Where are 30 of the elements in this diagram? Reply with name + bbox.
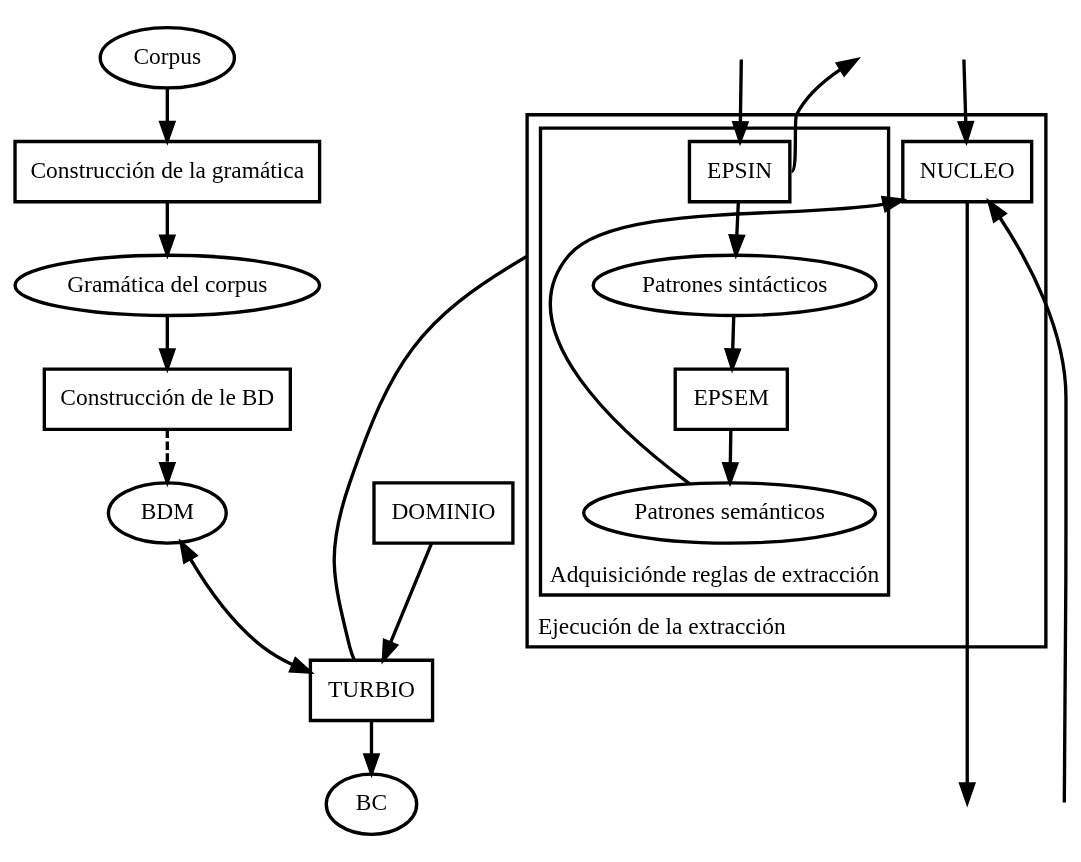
node-ellipse: Corpus	[98, 26, 237, 90]
arrow	[721, 429, 740, 488]
node-box: EPSEM	[673, 367, 789, 431]
node-ellipse: BC	[324, 772, 419, 836]
arrow	[958, 202, 977, 808]
node-box: TURBIO	[308, 658, 435, 723]
arrow	[158, 429, 177, 488]
node-ellipse: BDM	[106, 481, 228, 545]
arrow	[728, 202, 746, 260]
arrow	[158, 202, 177, 260]
arrow	[158, 316, 177, 374]
arrow	[790, 56, 861, 173]
arrow	[362, 721, 381, 779]
connector	[332, 254, 528, 661]
node-box: Construcción de la gramática	[13, 139, 322, 204]
arrow	[956, 59, 975, 147]
arrow	[381, 542, 434, 665]
arrow	[549, 195, 908, 486]
arrow	[178, 538, 315, 675]
node-ellipse: Patrones sintácticos	[591, 253, 878, 318]
node-box: NUCLEO	[901, 139, 1034, 204]
arrow	[986, 197, 1068, 803]
arrow	[158, 88, 177, 146]
node-box: EPSIN	[687, 139, 792, 204]
arrow	[723, 316, 742, 374]
arrow	[731, 59, 750, 147]
node-ellipse: Patrones semánticos	[582, 481, 878, 545]
node-box: Construcción de le BD	[42, 367, 292, 431]
node-box: DOMINIO	[372, 481, 515, 545]
node-ellipse: Gramática del corpus	[13, 253, 322, 318]
